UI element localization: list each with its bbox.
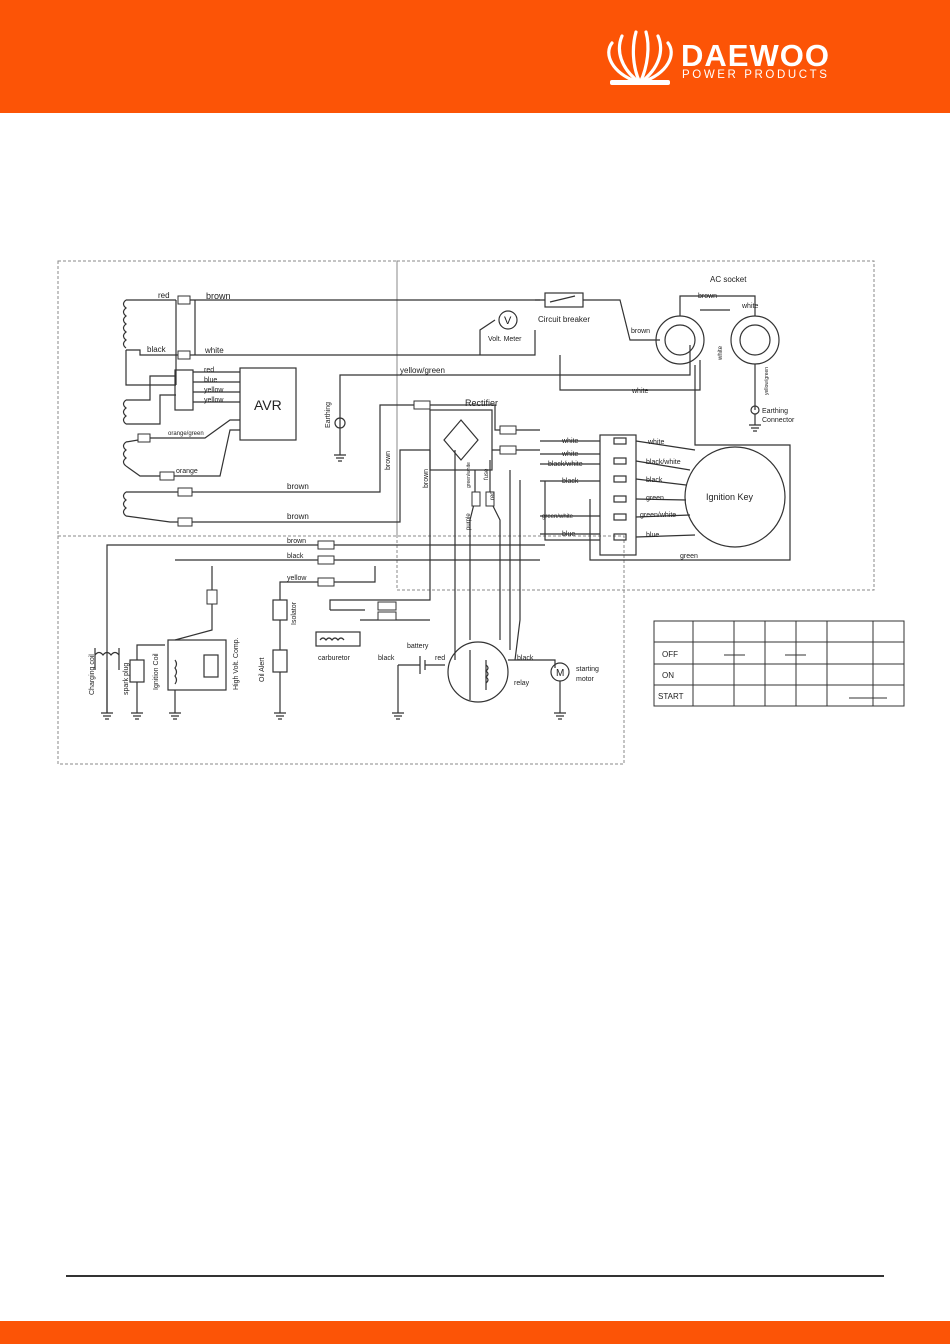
label-orange-green: orange/green bbox=[168, 431, 204, 437]
label-relay: relay bbox=[514, 680, 530, 687]
label-rectifier: Rectifier bbox=[465, 398, 498, 408]
label-vertical-red: red bbox=[490, 491, 496, 500]
label-key-right-black: black bbox=[646, 477, 663, 484]
table-row-start: START bbox=[658, 692, 684, 701]
label-key-left-green-white: green/white bbox=[542, 514, 574, 520]
label-volt-meter: Volt. Meter bbox=[488, 336, 522, 343]
label-vertical-purple: purple bbox=[466, 513, 472, 530]
label-brown-dc1: brown bbox=[287, 482, 309, 491]
label-white-top: white bbox=[204, 346, 224, 355]
table-row-on: ON bbox=[662, 671, 674, 680]
label-red-top: red bbox=[158, 291, 170, 300]
label-orange: orange bbox=[176, 468, 198, 475]
label-starting-1: starting bbox=[576, 666, 599, 673]
label-key-left-black: black bbox=[562, 478, 579, 485]
label-vertical-brown-2: brown bbox=[423, 469, 430, 488]
label-battery: battery bbox=[407, 643, 429, 650]
label-key-right-green-white: green/white bbox=[640, 512, 676, 519]
label-vertical-green-white: green/white bbox=[466, 462, 472, 488]
wire-white-top bbox=[190, 330, 536, 356]
label-isolator: Isolator bbox=[291, 601, 298, 625]
label-lower-yellow: yellow bbox=[287, 575, 307, 582]
carburetor-box bbox=[315, 631, 361, 647]
rectifier-box bbox=[429, 409, 493, 471]
label-earthing-connector-2: Connector bbox=[762, 417, 795, 424]
dc-coil bbox=[122, 491, 127, 517]
label-socket-white-3: white bbox=[718, 345, 724, 361]
label-earthing: Earthing bbox=[325, 402, 332, 428]
label-vertical-brown-1: brown bbox=[385, 451, 392, 470]
avr-box bbox=[239, 367, 297, 441]
frame-right-top bbox=[396, 260, 875, 591]
switch-state-table bbox=[653, 620, 905, 707]
table-row-off: OFF bbox=[662, 650, 678, 659]
frame-left-top bbox=[57, 260, 398, 537]
high-volt-comp bbox=[167, 639, 227, 691]
label-key-right-green: green bbox=[646, 495, 664, 502]
label-key-left-white-1: white bbox=[561, 438, 578, 445]
label-battery-black: black bbox=[378, 655, 395, 662]
label-spark-plug: spark plug bbox=[123, 663, 130, 695]
label-avr-red: red bbox=[204, 367, 214, 374]
label-socket-brown-2: brown bbox=[631, 328, 650, 335]
label-ignition-key: Ignition Key bbox=[706, 492, 754, 502]
brand-name: DAEWOO bbox=[681, 38, 830, 73]
brand-subtitle: POWER PRODUCTS bbox=[682, 69, 830, 81]
volt-symbol: V bbox=[504, 315, 512, 327]
label-avr-blue: blue bbox=[204, 377, 217, 384]
excitation-coil bbox=[122, 399, 127, 425]
label-key-left-white-2: white bbox=[561, 451, 578, 458]
wire-brown-dc1 bbox=[126, 404, 415, 493]
ignition-connector bbox=[599, 434, 637, 556]
motor-symbol: M bbox=[556, 668, 564, 679]
label-charging-coil: Charging coil bbox=[89, 654, 96, 695]
main-winding-coil bbox=[122, 299, 127, 349]
wiring-diagram: V M red brown black white red blue yello… bbox=[57, 260, 905, 765]
label-carburetor: carburetor bbox=[318, 655, 351, 662]
label-key-left-blue: blue bbox=[562, 531, 575, 538]
label-yellow-green: yellow/green bbox=[400, 366, 445, 375]
frame-bottom bbox=[57, 535, 625, 765]
label-key-right-blue: blue bbox=[646, 532, 659, 539]
label-brown-dc2: brown bbox=[287, 512, 309, 521]
avr-label: AVR bbox=[254, 397, 282, 413]
label-high-volt-comp: High Volt. Comp. bbox=[233, 637, 240, 690]
ignition-key-circle bbox=[684, 446, 786, 548]
label-black: black bbox=[147, 345, 167, 354]
label-avr-yellow-1: yellow bbox=[204, 387, 224, 394]
footer-bar bbox=[0, 1321, 950, 1344]
label-key-right-white: white bbox=[647, 439, 664, 446]
header-bar: DAEWOO POWER PRODUCTS bbox=[0, 0, 950, 113]
label-socket-white-1: white bbox=[741, 303, 758, 310]
label-starting-2: motor bbox=[576, 676, 595, 683]
label-lower-brown: brown bbox=[287, 538, 306, 545]
label-oil-alert: Oil Alert bbox=[259, 657, 266, 682]
label-socket-white-2: white bbox=[631, 388, 648, 395]
ac-socket-right bbox=[730, 315, 780, 365]
label-circuit-breaker: Circuit breaker bbox=[538, 315, 590, 324]
label-key-green: green bbox=[680, 553, 698, 560]
avr-connector bbox=[174, 369, 194, 411]
label-battery-red: red bbox=[435, 655, 445, 662]
daewoo-logo-icon bbox=[607, 30, 673, 85]
label-relay-black: black bbox=[517, 655, 534, 662]
label-key-right-black-white: black/white bbox=[646, 459, 681, 466]
label-socket-yellow-green: yellow/green bbox=[764, 367, 770, 395]
label-ac-socket: AC socket bbox=[710, 275, 747, 284]
label-ignition-coil: Ignition Coil bbox=[153, 653, 160, 690]
label-avr-yellow-2: yellow bbox=[204, 397, 224, 404]
ac-socket-left bbox=[655, 315, 705, 365]
label-earthing-connector-1: Earthing bbox=[762, 408, 788, 415]
aux-coil bbox=[122, 441, 127, 467]
relay-circle bbox=[447, 641, 509, 703]
label-vertical-fuse: fuse bbox=[484, 468, 490, 480]
label-brown-top: brown bbox=[206, 291, 231, 301]
label-lower-black: black bbox=[287, 553, 304, 560]
wire-black bbox=[126, 349, 178, 356]
footer-rule bbox=[66, 1275, 884, 1277]
wire-brown-dc2 bbox=[125, 449, 430, 523]
label-key-left-black-white: black/white bbox=[548, 461, 583, 468]
label-socket-brown-1: brown bbox=[698, 293, 717, 300]
